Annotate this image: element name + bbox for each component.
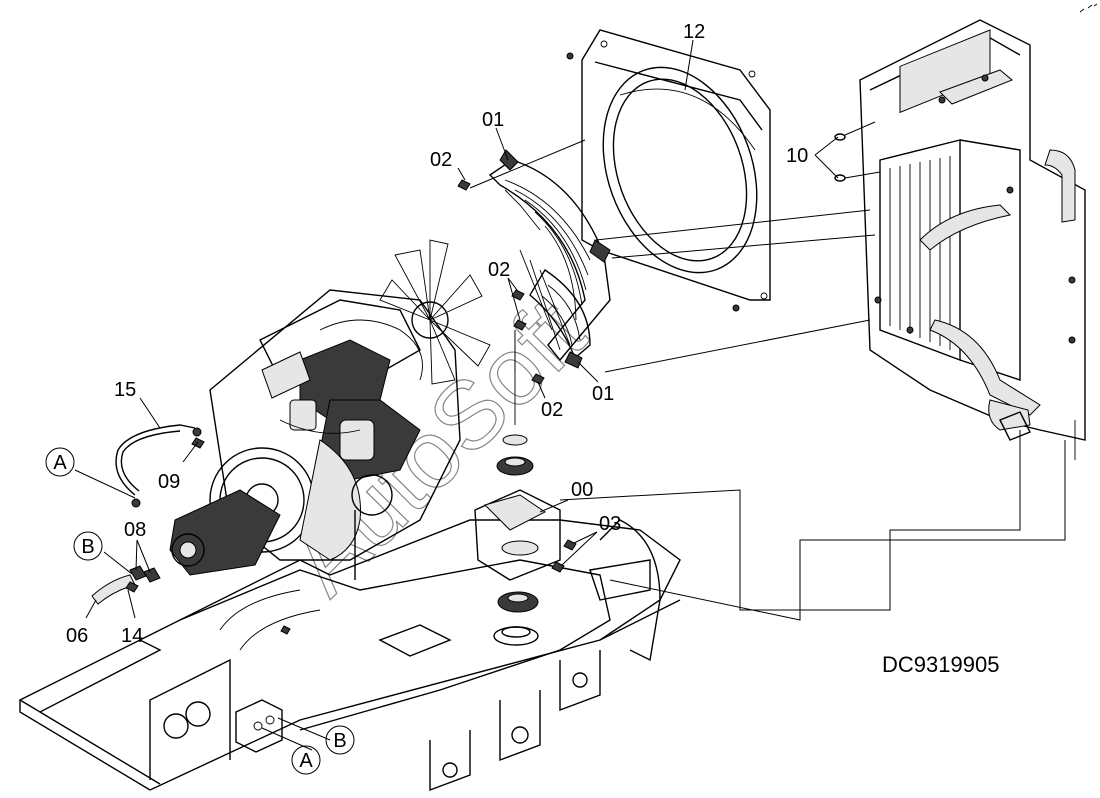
callout-02-upper: 02 <box>430 149 452 171</box>
drawing-code: DC9319905 <box>882 652 999 677</box>
svg-text:A: A <box>53 452 67 474</box>
ref-circle-b-left: B <box>73 531 103 561</box>
engine-fan <box>379 239 491 385</box>
callout-12: 12 <box>683 21 705 43</box>
callout-08: 08 <box>124 519 146 541</box>
bolt-03-b <box>551 561 565 573</box>
bolt-02-c <box>513 319 527 331</box>
fan-guard-lower <box>529 269 591 369</box>
callout-01-lower: 01 <box>592 383 614 405</box>
bolt-02-a <box>457 179 471 191</box>
callout-06: 06 <box>66 625 88 647</box>
bolt-02-d <box>531 373 545 385</box>
fitting-08-b <box>143 567 161 583</box>
callout-09: 09 <box>158 471 180 493</box>
radiator-assembly <box>859 19 1086 460</box>
fitting-09 <box>191 437 205 449</box>
svg-text:A: A <box>299 750 313 772</box>
ref-circle-a-left: A <box>45 447 75 477</box>
fan-shroud <box>566 29 771 312</box>
svg-text:B: B <box>81 536 94 558</box>
fitting-14 <box>125 581 139 593</box>
o-ring-upper <box>834 133 846 141</box>
ref-circle-b-bottom: B <box>325 725 355 755</box>
bolt-02-b <box>511 289 525 301</box>
bolt-03-a <box>563 539 577 551</box>
ref-circle-a-bottom: A <box>291 745 321 775</box>
callout-02-lower: 02 <box>541 399 563 421</box>
fan-guard-upper <box>488 149 611 362</box>
engine-assembly <box>169 239 491 580</box>
base-frame <box>18 519 681 792</box>
svg-text:B: B <box>333 730 346 752</box>
callout-00: 00 <box>571 479 593 501</box>
callout-15: 15 <box>114 379 136 401</box>
callout-14: 14 <box>121 625 143 647</box>
callout-10: 10 <box>786 145 808 167</box>
callout-02-middle: 02 <box>488 259 510 281</box>
fitting-08-a <box>129 565 147 581</box>
engine-mount-stack <box>474 372 561 646</box>
hose-15 <box>115 424 196 496</box>
assembly-lines <box>469 121 1066 621</box>
callout-01-upper: 01 <box>482 109 504 131</box>
callout-03: 03 <box>599 513 621 535</box>
